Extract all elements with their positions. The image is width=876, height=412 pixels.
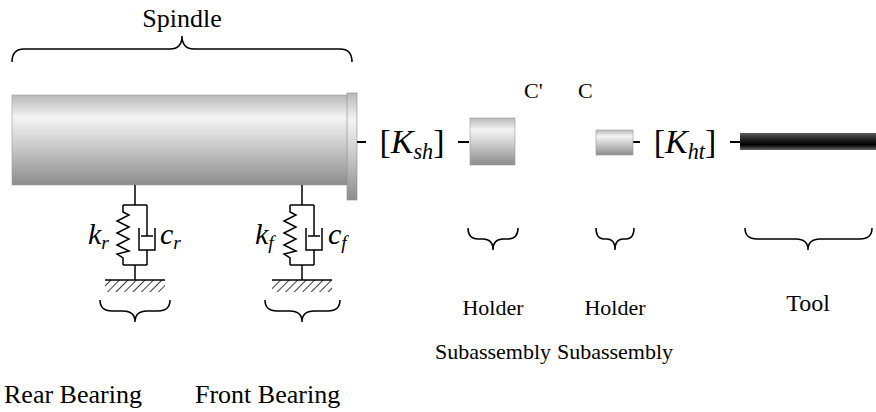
part-label: Rear Bearing	[4, 380, 142, 410]
coordinate-label: C'	[524, 78, 543, 104]
part-label: Front Bearing	[195, 380, 340, 410]
damping-symbol: cr	[160, 216, 181, 252]
brace	[100, 300, 170, 322]
joint-dash	[458, 141, 469, 143]
stiffness-symbol: kr	[88, 216, 109, 252]
front-bearing-symbol	[272, 185, 332, 280]
coordinate-label: C	[578, 78, 593, 104]
brace	[265, 300, 340, 322]
part-label: Holder Subassembly	[432, 286, 554, 374]
joint-dash	[730, 141, 740, 143]
brace	[468, 228, 518, 250]
brace	[596, 228, 634, 250]
ground-hatch	[272, 280, 332, 292]
brace	[12, 36, 352, 62]
joint-matrix: [Kht]	[641, 122, 729, 162]
tool-bar	[740, 133, 876, 150]
spindle-flange	[347, 93, 357, 200]
joint-dash	[357, 141, 366, 143]
spindle-body	[12, 95, 348, 185]
part-label: Spindle	[82, 4, 282, 34]
joint-dash	[633, 141, 640, 143]
rear-bearing-symbol	[105, 185, 165, 280]
ground-hatch	[105, 280, 165, 292]
damping-symbol: cf	[328, 216, 347, 252]
brace	[745, 228, 872, 250]
part-label: Holder Subassembly	[554, 286, 676, 374]
joint-matrix: [Ksh]	[367, 122, 457, 162]
part-label: Tool	[758, 288, 858, 318]
holder-block	[596, 130, 633, 155]
holder-block	[470, 118, 515, 165]
stiffness-symbol: kf	[255, 216, 274, 252]
